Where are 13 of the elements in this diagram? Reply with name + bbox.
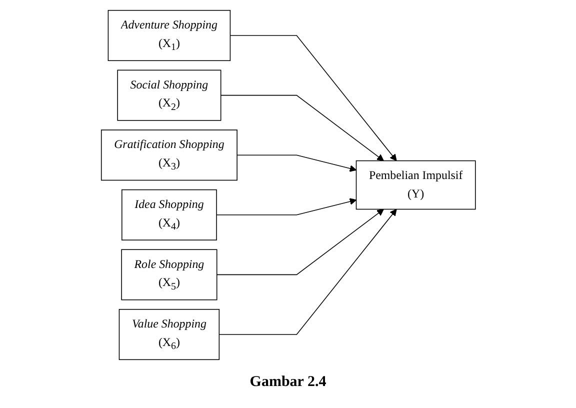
- arrow: [229, 35, 396, 162]
- node-box: Idea Shopping (X$_{4}$): [121, 189, 217, 240]
- arrow: [216, 198, 356, 216]
- node-box: Role Shopping (X$_{5}$): [120, 249, 217, 300]
- node-box: Value Shopping (X$_{6}$): [118, 308, 220, 360]
- arrow: [218, 208, 396, 335]
- arrow: [236, 154, 356, 172]
- arrow: [220, 94, 384, 162]
- node-box: Pembelian Impulsif (Y): [355, 160, 476, 210]
- figure-caption: Gambar 2.4: [250, 374, 326, 391]
- node-box: Gratification Shopping (X$_{3}$): [100, 130, 238, 181]
- node-box: Social Shopping (X$_{2}$): [116, 70, 221, 121]
- arrow: [216, 208, 384, 276]
